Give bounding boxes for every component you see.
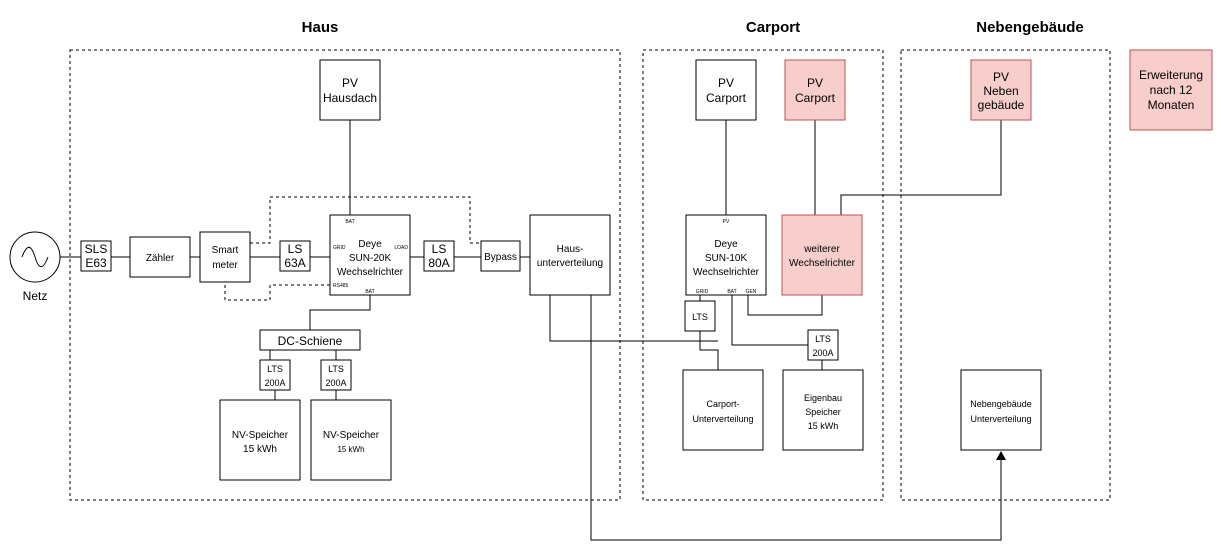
svg-text:63A: 63A — [284, 256, 305, 270]
svg-text:BAT: BAT — [345, 219, 354, 225]
deye20k-inverter-box: Deye SUN-20K Wechselrichter BAT GRID LOA… — [329, 214, 411, 296]
svg-text:Carport: Carport — [795, 91, 836, 105]
section-haus-container — [69, 49, 621, 501]
svg-text:Haus-: Haus- — [557, 244, 584, 255]
pv-nebengebaeude-box: PV Neben gebäude — [970, 59, 1032, 121]
svg-text:Erweiterung: Erweiterung — [1139, 68, 1203, 82]
svg-text:15 kWh: 15 kWh — [243, 444, 277, 455]
svg-text:Speicher: Speicher — [805, 407, 841, 417]
ac-source-symbol — [9, 231, 61, 283]
lts-small-box: LTS — [684, 300, 716, 332]
svg-text:nach 12: nach 12 — [1150, 83, 1193, 97]
svg-text:GRID: GRID — [333, 245, 346, 251]
svg-text:gebäude: gebäude — [978, 98, 1025, 112]
svg-text:Carport: Carport — [706, 91, 747, 105]
nebengebaeude-unterverteilung-box: Nebengebäude Unterverteilung — [960, 369, 1042, 451]
svg-text:PV: PV — [993, 70, 1009, 84]
svg-text:Eigenbau: Eigenbau — [804, 393, 842, 403]
svg-text:SUN-20K: SUN-20K — [349, 253, 392, 264]
svg-text:GEN: GEN — [746, 289, 757, 295]
section-title-haus: Haus — [302, 19, 339, 36]
sls-box: SLS E63 — [80, 240, 112, 272]
svg-text:SLS: SLS — [85, 242, 108, 256]
comm-wires — [224, 196, 481, 301]
carport-unterverteilung-box: Carport- Unterverteilung — [682, 369, 764, 451]
nv-speicher-box-1: NV-Speicher 15 kWh — [219, 399, 301, 481]
lts-200a-box-1: LTS 200A — [259, 359, 291, 391]
svg-text:RS485: RS485 — [333, 283, 349, 289]
nv-speicher-box-2: NV-Speicher 15 kWh — [310, 399, 392, 481]
svg-text:Neben: Neben — [983, 84, 1018, 98]
eigenbau-speicher-box: Eigenbau Speicher 15 kWh — [782, 369, 864, 451]
svg-text:SUN-10K: SUN-10K — [705, 253, 748, 264]
svg-text:PV: PV — [342, 76, 358, 90]
svg-text:meter: meter — [212, 260, 238, 271]
svg-text:Carport-: Carport- — [706, 399, 739, 409]
netz-label: Netz — [23, 289, 48, 303]
svg-text:LTS: LTS — [267, 364, 283, 374]
svg-text:Wechselrichter: Wechselrichter — [693, 267, 760, 278]
svg-text:15 kWh: 15 kWh — [808, 421, 839, 431]
svg-text:LTS: LTS — [692, 312, 708, 322]
svg-text:Monaten: Monaten — [1148, 98, 1195, 112]
pv-carport-extension-box: PV Carport — [784, 59, 846, 121]
svg-text:200A: 200A — [264, 378, 285, 388]
svg-text:Nebengebäude: Nebengebäude — [970, 399, 1032, 409]
svg-text:E63: E63 — [85, 256, 107, 270]
svg-text:15 kWh: 15 kWh — [337, 445, 364, 454]
deye10k-inverter-box: Deye SUN-10K Wechselrichter PV GRID BAT … — [685, 214, 767, 296]
ls80-box: LS 80A — [423, 240, 455, 272]
svg-text:Wechselrichter: Wechselrichter — [337, 267, 404, 278]
svg-text:PV: PV — [807, 76, 823, 90]
svg-text:BAT: BAT — [365, 289, 374, 295]
svg-text:Smart: Smart — [212, 245, 239, 256]
svg-text:unterverteilung: unterverteilung — [537, 258, 603, 269]
svg-text:LTS: LTS — [815, 334, 831, 344]
svg-text:LTS: LTS — [328, 364, 344, 374]
erweiterung-legend-box: Erweiterung nach 12 Monaten — [1129, 49, 1213, 131]
svg-text:BAT: BAT — [727, 289, 736, 295]
zaehler-box: Zähler — [129, 236, 191, 278]
svg-text:Deye: Deye — [714, 239, 738, 250]
svg-text:80A: 80A — [428, 256, 449, 270]
ls63-box: LS 63A — [279, 240, 311, 272]
section-carport-container — [642, 49, 884, 501]
svg-text:GRID: GRID — [696, 289, 709, 295]
svg-text:Hausdach: Hausdach — [323, 91, 377, 105]
section-title-neben: Nebengebäude — [976, 19, 1084, 36]
weiterer-wechselrichter-box: weiterer Wechselrichter — [781, 214, 863, 296]
svg-text:200A: 200A — [812, 348, 833, 358]
smartmeter-box: Smart meter — [199, 231, 251, 283]
section-neben-container — [900, 49, 1111, 501]
svg-text:Bypass: Bypass — [484, 252, 517, 263]
pv-carport-box: PV Carport — [695, 59, 757, 121]
lts-200a-box-2: LTS 200A — [320, 359, 352, 391]
svg-text:200A: 200A — [325, 378, 346, 388]
svg-text:Zähler: Zähler — [146, 253, 175, 264]
svg-text:Unterverteilung: Unterverteilung — [970, 414, 1031, 424]
svg-text:PV: PV — [718, 76, 734, 90]
svg-text:LS: LS — [432, 242, 447, 256]
svg-text:Wechselrichter: Wechselrichter — [789, 258, 856, 269]
haus-unterverteilung-box: Haus- unterverteilung — [529, 214, 611, 296]
bypass-box: Bypass — [480, 240, 521, 272]
pv-hausdach-box: PV Hausdach — [319, 59, 381, 121]
svg-text:Deye: Deye — [358, 239, 382, 250]
svg-text:NV-Speicher: NV-Speicher — [323, 430, 380, 441]
svg-text:weiterer: weiterer — [803, 244, 840, 255]
dc-schiene-box: DC-Schiene — [259, 329, 361, 351]
svg-text:LS: LS — [288, 242, 303, 256]
section-title-carport: Carport — [746, 19, 800, 36]
svg-text:NV-Speicher: NV-Speicher — [232, 430, 289, 441]
svg-text:PV: PV — [723, 219, 730, 225]
lts-200a-box-3: LTS 200A — [807, 329, 839, 361]
svg-text:Unterverteilung: Unterverteilung — [692, 414, 753, 424]
svg-text:DC-Schiene: DC-Schiene — [278, 334, 343, 348]
svg-text:LOAD: LOAD — [394, 245, 408, 251]
wires — [60, 120, 1006, 541]
